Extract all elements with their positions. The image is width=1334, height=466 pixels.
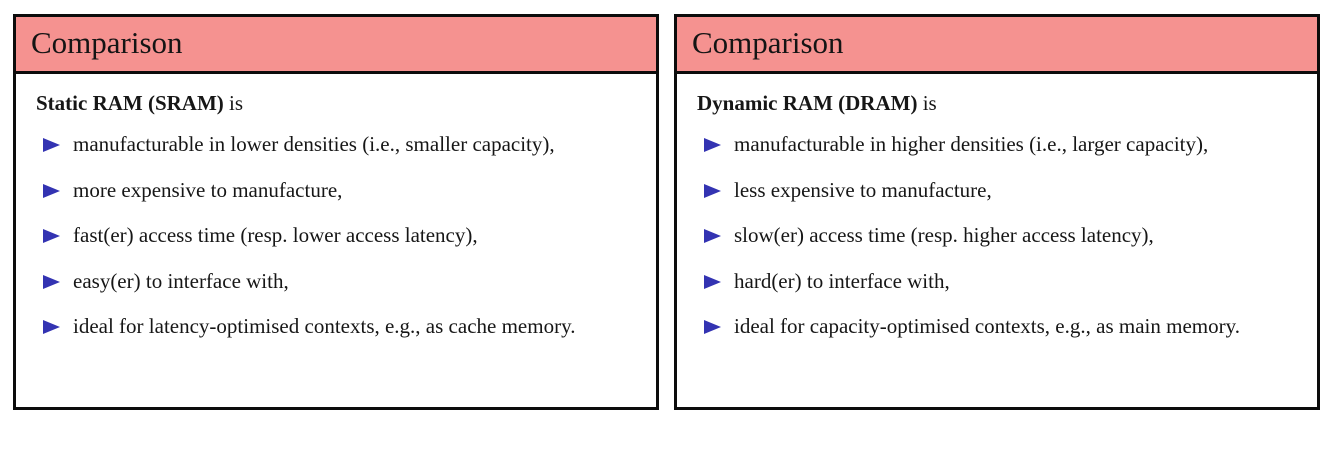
triangle-bullet-icon — [43, 183, 60, 198]
bullet-text: slow(er) access time (resp. higher acces… — [734, 223, 1154, 248]
triangle-bullet-icon — [43, 320, 60, 335]
comparison-card-dram: Comparison Dynamic RAM (DRAM) is manufac… — [674, 14, 1320, 410]
list-item: easy(er) to interface with, — [36, 267, 638, 296]
comparison-card-sram: Comparison Static RAM (SRAM) is manufact… — [13, 14, 659, 410]
intro-term: Static RAM (SRAM) — [36, 90, 224, 115]
list-item: ideal for capacity-optimised contexts, e… — [697, 312, 1299, 341]
triangle-bullet-icon — [704, 229, 721, 244]
bullet-text: easy(er) to interface with, — [73, 268, 289, 293]
bullet-text: less expensive to manufacture, — [734, 177, 992, 202]
card-title: Comparison — [31, 25, 183, 60]
intro-rest: is — [917, 90, 937, 115]
list-item: more expensive to manufacture, — [36, 176, 638, 205]
list-item: ideal for latency-optimised contexts, e.… — [36, 312, 638, 341]
bullet-text: manufacturable in higher densities (i.e.… — [734, 132, 1209, 157]
bullet-list: manufacturable in higher densities (i.e.… — [697, 130, 1299, 341]
triangle-bullet-icon — [43, 138, 60, 153]
comparison-boards: Comparison Static RAM (SRAM) is manufact… — [13, 14, 1320, 410]
list-item: slow(er) access time (resp. higher acces… — [697, 221, 1299, 250]
card-header: Comparison — [16, 17, 656, 74]
bullet-list: manufacturable in lower densities (i.e.,… — [36, 130, 638, 341]
intro-line: Static RAM (SRAM) is — [36, 89, 638, 118]
bullet-text: hard(er) to interface with, — [734, 268, 950, 293]
bullet-text: ideal for capacity-optimised contexts, e… — [734, 314, 1240, 339]
bullet-text: ideal for latency-optimised contexts, e.… — [73, 314, 576, 339]
card-title: Comparison — [692, 25, 844, 60]
triangle-bullet-icon — [43, 229, 60, 244]
card-body: Dynamic RAM (DRAM) is manufacturable in … — [677, 74, 1317, 407]
triangle-bullet-icon — [704, 320, 721, 335]
intro-line: Dynamic RAM (DRAM) is — [697, 89, 1299, 118]
list-item: manufacturable in lower densities (i.e.,… — [36, 130, 638, 159]
bullet-text: fast(er) access time (resp. lower access… — [73, 223, 478, 248]
list-item: less expensive to manufacture, — [697, 176, 1299, 205]
intro-term: Dynamic RAM (DRAM) — [697, 90, 918, 115]
triangle-bullet-icon — [704, 274, 721, 289]
card-header: Comparison — [677, 17, 1317, 74]
list-item: fast(er) access time (resp. lower access… — [36, 221, 638, 250]
intro-rest: is — [223, 90, 244, 115]
triangle-bullet-icon — [704, 138, 721, 153]
list-item: hard(er) to interface with, — [697, 267, 1299, 296]
list-item: manufacturable in higher densities (i.e.… — [697, 130, 1299, 159]
bullet-text: manufacturable in lower densities (i.e.,… — [73, 132, 555, 157]
triangle-bullet-icon — [704, 183, 721, 198]
card-body: Static RAM (SRAM) is manufacturable in l… — [16, 74, 656, 407]
triangle-bullet-icon — [43, 274, 60, 289]
bullet-text: more expensive to manufacture, — [73, 177, 343, 202]
